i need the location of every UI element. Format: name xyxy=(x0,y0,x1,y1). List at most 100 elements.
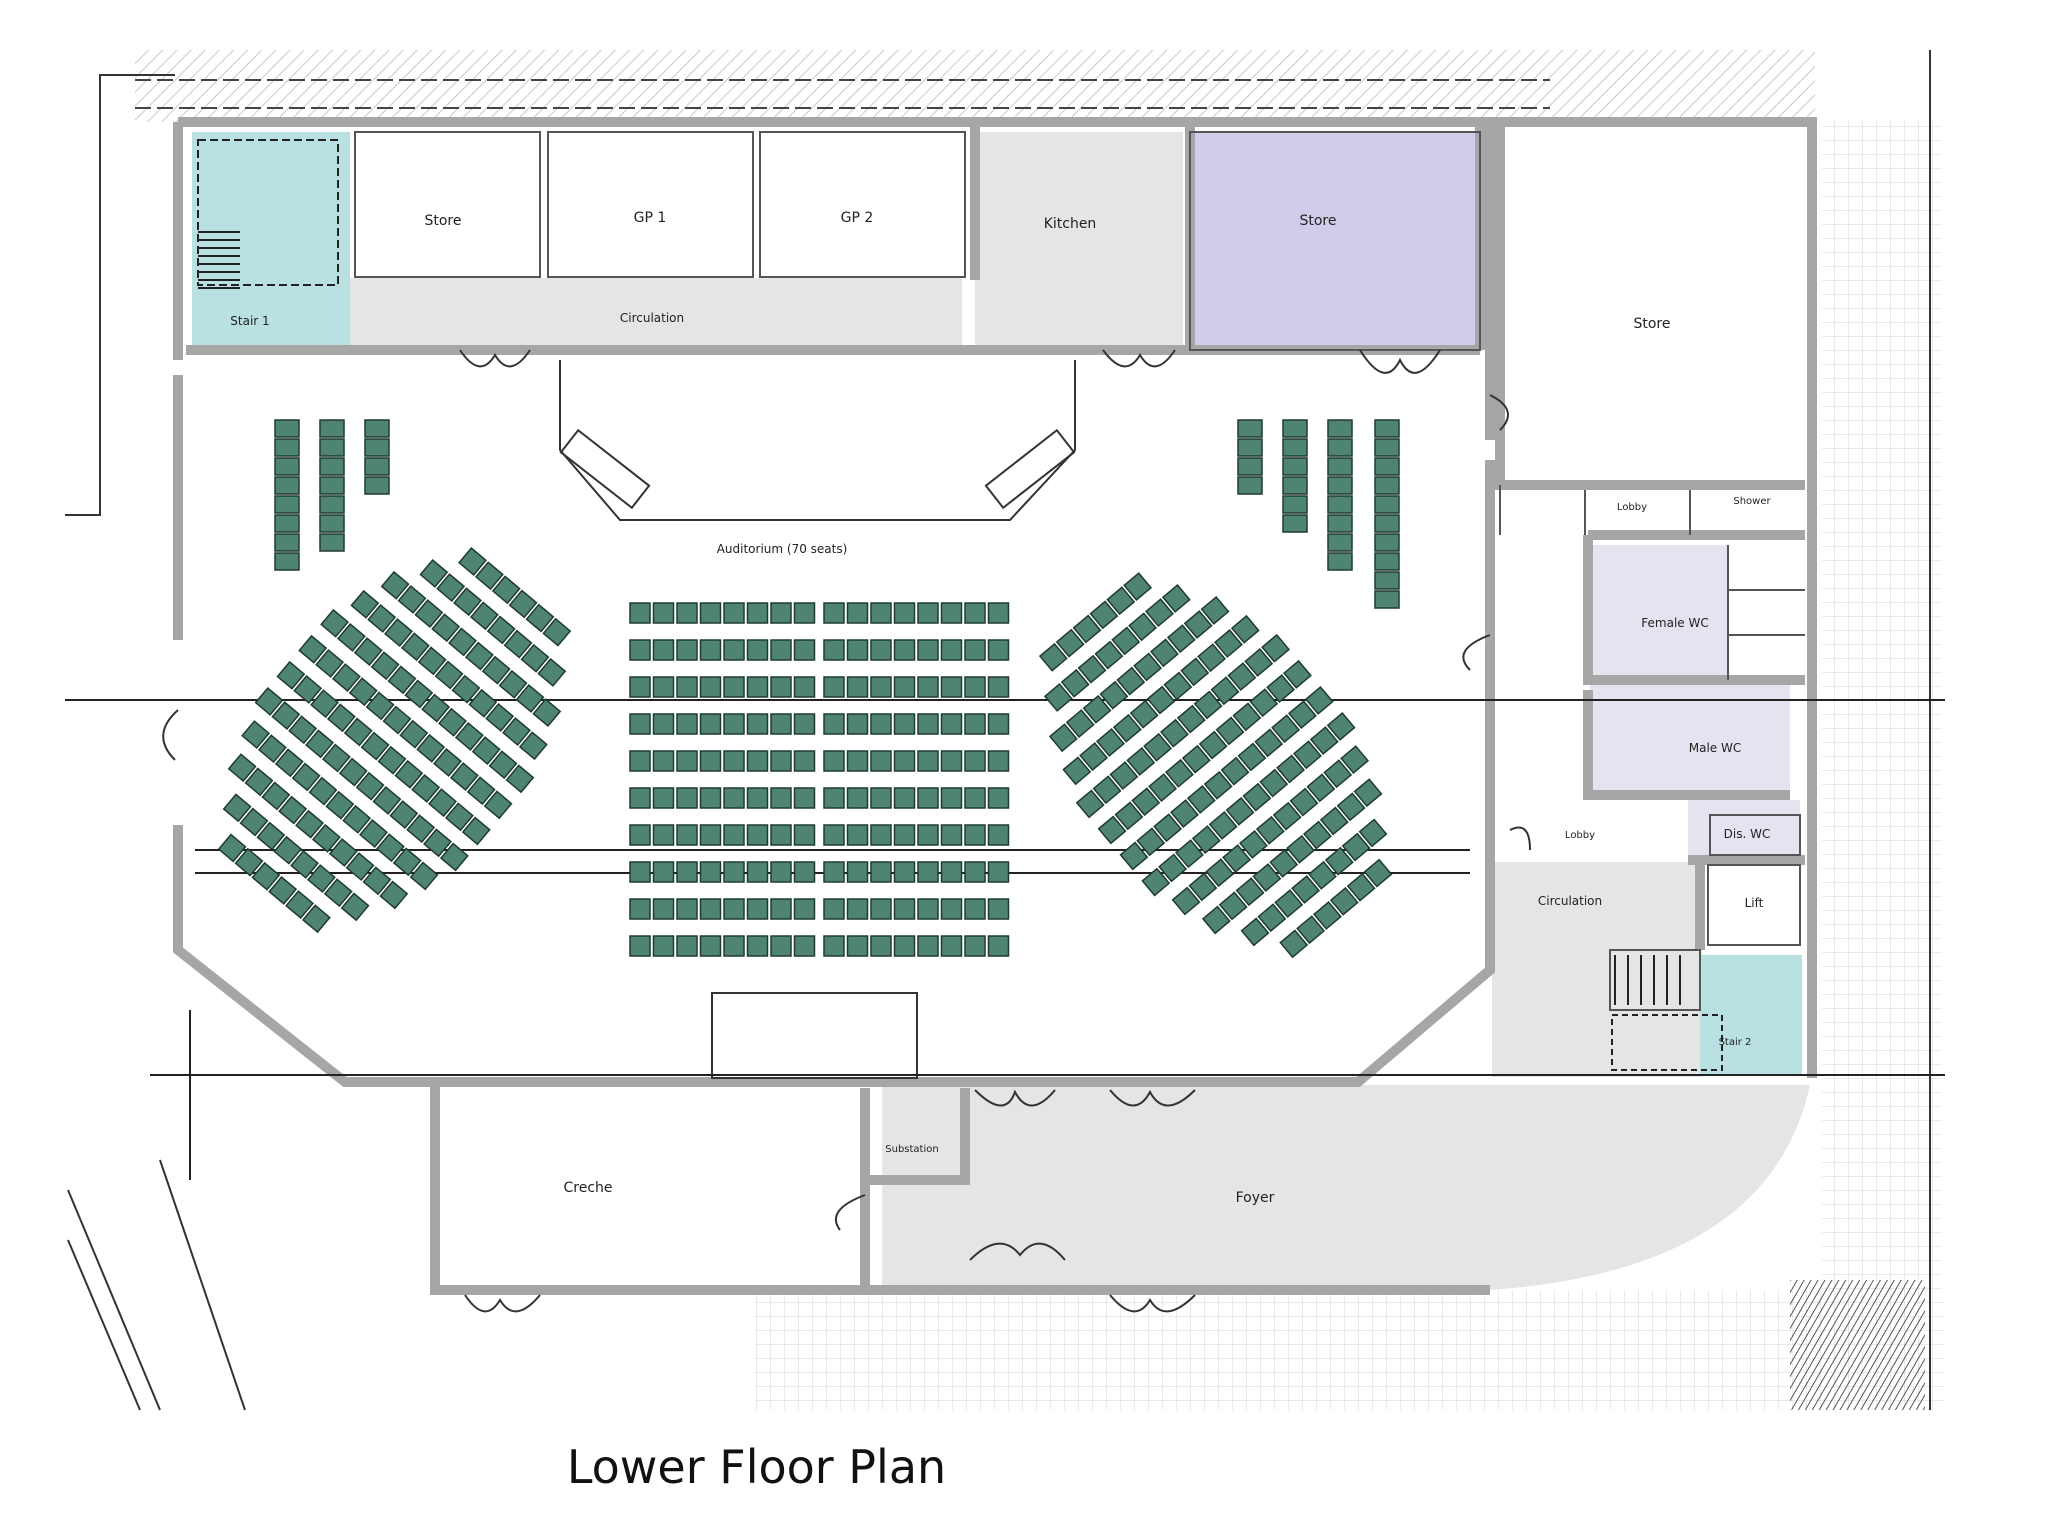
seat xyxy=(257,734,287,764)
seat xyxy=(1282,659,1312,689)
seat xyxy=(1114,801,1144,831)
male-wc-fill xyxy=(1590,685,1790,790)
seat xyxy=(987,602,1010,624)
seat xyxy=(940,861,963,883)
seat xyxy=(987,824,1010,846)
seat xyxy=(319,419,345,438)
seat xyxy=(288,715,318,745)
seat xyxy=(699,898,722,920)
seat xyxy=(1072,614,1102,644)
room-label-substation: Substation xyxy=(885,1144,938,1155)
seat xyxy=(508,589,538,619)
seat xyxy=(370,651,400,681)
seat xyxy=(359,819,388,848)
seat xyxy=(917,676,939,698)
seat xyxy=(1340,745,1370,775)
seat xyxy=(793,824,816,846)
interior-walls xyxy=(354,131,1805,1011)
stage-steps-left xyxy=(559,428,651,510)
seat xyxy=(917,824,939,846)
seat xyxy=(1346,872,1376,902)
seat xyxy=(1324,846,1354,876)
seat xyxy=(308,776,338,806)
seat xyxy=(746,713,769,735)
seat xyxy=(699,750,722,772)
seat xyxy=(274,514,300,533)
seat xyxy=(458,547,487,576)
seat xyxy=(1186,784,1216,814)
seat xyxy=(505,764,535,794)
room-label-circulation-right: Circulation xyxy=(1538,894,1602,908)
seat xyxy=(1181,744,1211,774)
circulation-top-fill xyxy=(350,278,962,350)
seat xyxy=(652,935,675,957)
seat xyxy=(290,849,319,879)
seat xyxy=(1082,694,1112,724)
seat xyxy=(917,935,939,957)
site-boundary xyxy=(67,1159,246,1411)
seat xyxy=(1269,848,1299,878)
seat xyxy=(893,935,916,957)
seat xyxy=(793,935,816,957)
seat xyxy=(629,602,651,624)
seat xyxy=(372,785,402,815)
seat xyxy=(353,637,383,666)
seat xyxy=(1038,642,1068,672)
seat xyxy=(273,835,303,865)
seat xyxy=(379,880,409,910)
seat xyxy=(699,676,722,698)
seat xyxy=(746,861,769,883)
seat xyxy=(1327,533,1353,552)
seat xyxy=(823,750,845,772)
seat xyxy=(1374,533,1400,552)
seat xyxy=(1237,742,1267,772)
stage xyxy=(559,360,1076,521)
seat xyxy=(1123,572,1153,602)
seat xyxy=(1309,726,1339,756)
seat xyxy=(525,603,555,633)
seat xyxy=(1197,643,1227,673)
seat xyxy=(652,713,675,735)
seat xyxy=(1075,789,1105,819)
seat xyxy=(274,748,304,778)
room-label-stair1: Stair 1 xyxy=(230,314,269,328)
paving-right xyxy=(1822,120,1942,1410)
seat xyxy=(1126,747,1156,776)
seat xyxy=(1060,668,1090,698)
seat xyxy=(1146,685,1176,715)
seat xyxy=(629,676,651,698)
seat xyxy=(746,824,769,846)
seat xyxy=(217,833,247,863)
seat xyxy=(1336,792,1366,822)
seat xyxy=(1327,457,1353,476)
seat xyxy=(1150,638,1179,668)
seat xyxy=(394,759,424,789)
seat xyxy=(870,750,892,772)
seat xyxy=(389,800,419,829)
seat xyxy=(336,622,366,652)
seat xyxy=(870,602,892,624)
seat xyxy=(746,750,769,772)
seat xyxy=(488,750,518,780)
seat xyxy=(1327,476,1353,495)
seat xyxy=(481,655,511,685)
seat xyxy=(1200,595,1230,625)
seat xyxy=(348,677,378,707)
seat xyxy=(1176,704,1206,734)
room-label-lobby-top: Lobby xyxy=(1617,502,1647,513)
seat xyxy=(1111,626,1141,656)
seat xyxy=(1094,640,1124,670)
seat xyxy=(295,809,324,839)
seat xyxy=(485,702,515,732)
seat xyxy=(723,602,745,624)
seat xyxy=(1242,782,1272,812)
seat xyxy=(532,698,562,728)
seat xyxy=(416,733,446,763)
kitchen-fill xyxy=(975,132,1183,350)
seat xyxy=(365,691,395,721)
seat xyxy=(1163,671,1193,701)
seat xyxy=(1374,514,1400,533)
seat xyxy=(676,713,698,735)
seat xyxy=(411,774,441,803)
site-boundary xyxy=(65,74,175,516)
